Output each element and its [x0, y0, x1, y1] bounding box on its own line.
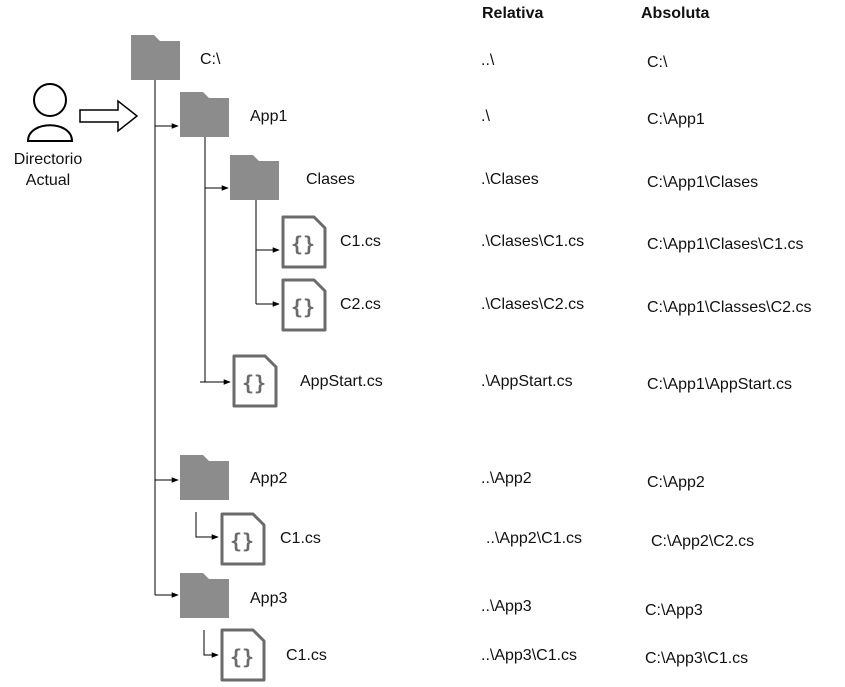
code-file-icon: {} [220, 628, 266, 682]
svg-text:{}: {} [230, 529, 254, 553]
node-name-c2: C2.cs [340, 296, 381, 313]
current-directory-label-line2: Actual [25, 172, 71, 189]
absolute-path-app2-c1: C:\App2\C2.cs [651, 533, 755, 550]
relative-path-clases: .\Clases [481, 171, 539, 188]
node-name-appstart: AppStart.cs [300, 373, 383, 390]
svg-text:{}: {} [291, 295, 315, 319]
node-name-app3: App3 [250, 590, 288, 607]
node-name-root: C:\ [200, 51, 221, 68]
code-file-icon: {} [232, 354, 278, 408]
absolute-path-clases: C:\App1\Clases [647, 174, 759, 191]
absolute-path-app1: C:\App1 [647, 111, 705, 128]
svg-text:{}: {} [291, 232, 315, 256]
absolute-path-c2: C:\App1\Classes\C2.cs [647, 299, 812, 316]
folder-icon [180, 573, 229, 618]
node-name-app3-c1: C1.cs [286, 647, 327, 664]
relative-path-app3-c1: ..\App3\C1.cs [481, 647, 578, 664]
relative-path-c2: .\Clases\C2.cs [481, 296, 585, 313]
tree-connectors [154, 80, 280, 658]
code-file-icon: {} [281, 215, 327, 269]
svg-text:{}: {} [230, 645, 254, 669]
relative-path-appstart: .\AppStart.cs [481, 373, 573, 390]
node-name-app2-c1: C1.cs [280, 530, 321, 547]
absolute-path-appstart: C:\App1\AppStart.cs [647, 376, 792, 393]
absolute-path-app3: C:\App3 [645, 602, 703, 619]
relative-path-app1: .\ [481, 108, 490, 125]
svg-text:{}: {} [242, 371, 266, 395]
absolute-path-root: C:\ [647, 54, 668, 71]
node-name-c1: C1.cs [340, 233, 381, 250]
relative-path-app2-c1: ..\App2\C1.cs [486, 530, 583, 547]
absolute-path-app2: C:\App2 [647, 474, 705, 491]
code-file-icon: {} [281, 278, 327, 332]
code-file-icon: {} [220, 512, 266, 566]
absolute-path-app3-c1: C:\App3\C1.cs [645, 650, 749, 667]
relative-path-app3: ..\App3 [481, 598, 532, 615]
person-icon [26, 83, 74, 142]
folder-icon [230, 155, 279, 200]
node-name-clases: Clases [306, 171, 355, 188]
relative-column-header: Relativa [482, 5, 544, 22]
node-name-app2: App2 [250, 470, 288, 487]
folder-icon [180, 92, 229, 137]
folder-icon [180, 455, 229, 500]
relative-path-root: ..\ [481, 52, 495, 69]
node-name-app1: App1 [250, 108, 288, 125]
relative-path-c1: .\Clases\C1.cs [481, 233, 585, 250]
absolute-column-header: Absoluta [641, 5, 710, 22]
relative-path-app2: ..\App2 [481, 470, 532, 487]
folder-icon [131, 35, 180, 80]
hollow-right-arrow-icon [79, 99, 139, 133]
current-directory-label-line1: Directorio [13, 151, 83, 168]
absolute-path-c1: C:\App1\Clases\C1.cs [647, 236, 804, 253]
